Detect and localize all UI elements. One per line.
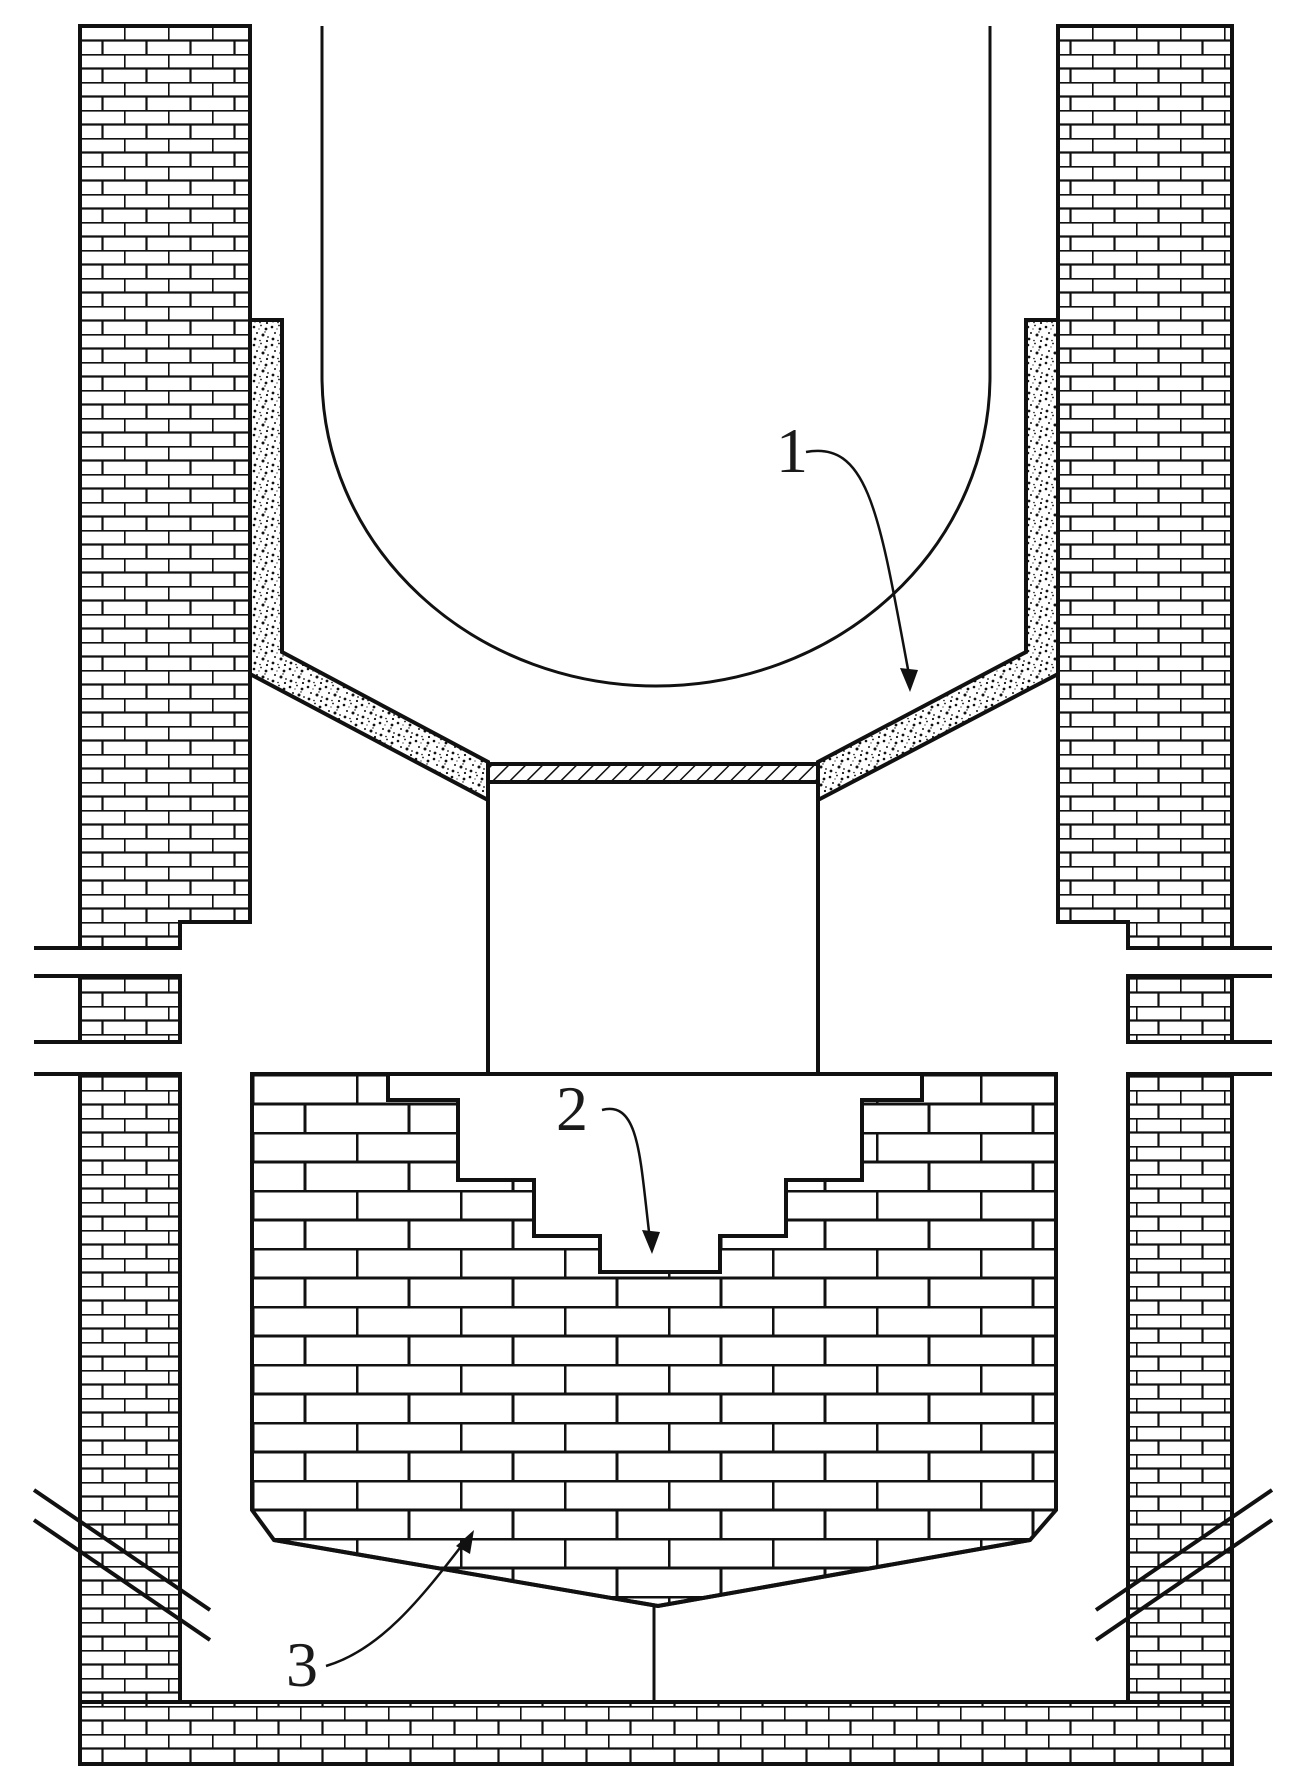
label-2-leader — [601, 1107, 660, 1254]
label-2: 2 — [556, 1073, 588, 1144]
label-1-leader — [805, 449, 918, 692]
support-pedestal — [486, 762, 820, 1076]
refractory-lining — [248, 318, 1060, 804]
crucible — [320, 26, 992, 688]
furnace-floor — [78, 1700, 1234, 1766]
label-1: 1 — [776, 415, 808, 486]
label-3-leader — [325, 1530, 474, 1668]
left-diagonal-pipe — [32, 1488, 212, 1642]
right-diagonal-pipe — [1094, 1488, 1274, 1642]
stepped-brick-base — [250, 1072, 1058, 1702]
right-outer-wall — [1056, 24, 1272, 1704]
label-3: 3 — [286, 1629, 318, 1700]
left-outer-wall — [34, 24, 252, 1704]
